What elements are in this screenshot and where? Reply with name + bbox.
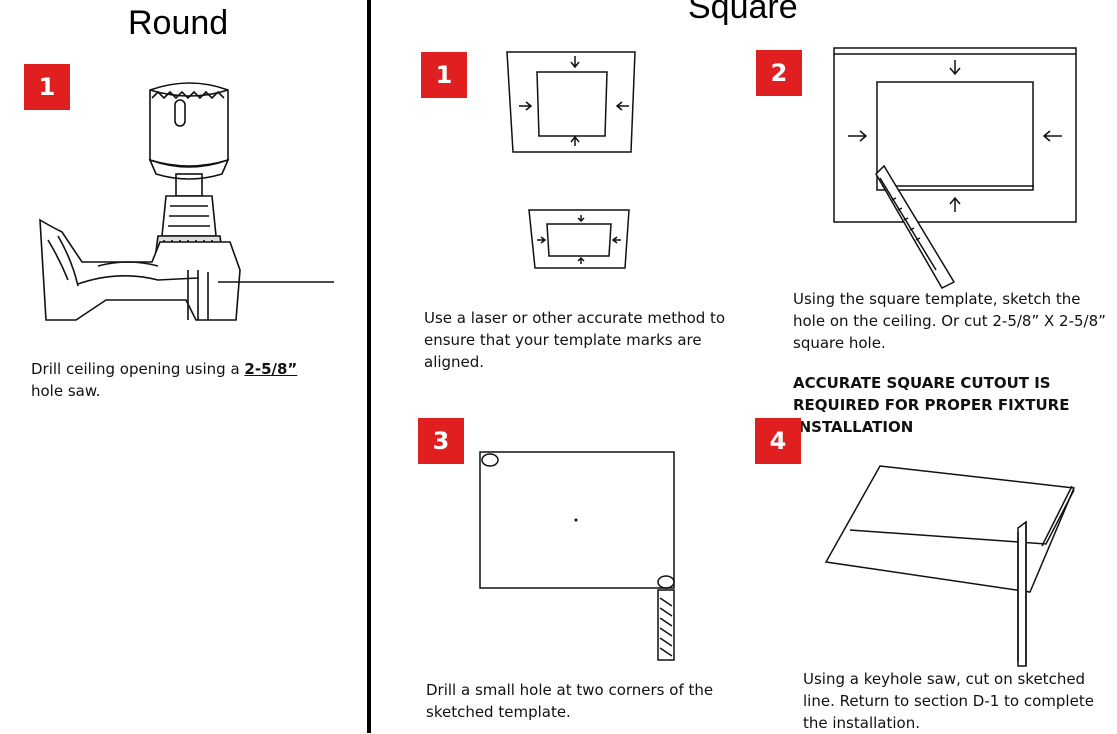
square-title: Square — [688, 0, 798, 26]
template-alignment-illustration — [506, 51, 636, 269]
drill-hole-saw-illustration — [39, 82, 334, 321]
drill-corner-holes-illustration — [479, 451, 675, 661]
square-step-4-caption: Using a keyhole saw, cut on sketched lin… — [803, 670, 1094, 732]
square-step-1-caption: Use a laser or other accurate method to … — [424, 309, 726, 371]
square-step-3-caption: Drill a small hole at two corners of the… — [426, 681, 714, 721]
round-step-1-badge: 1 — [24, 64, 70, 110]
square-step-2-caption: Using the square template, sketch the ho… — [793, 290, 1106, 352]
round-step-1-text-after: hole saw. — [31, 382, 101, 400]
section-divider — [367, 0, 371, 733]
square-step-3-badge: 3 — [418, 418, 464, 464]
square-step-2-warning: ACCURATE SQUARE CUTOUT IS REQUIRED FOR P… — [793, 374, 1070, 436]
hole-saw-size: 2-5/8” — [244, 360, 298, 378]
square-step-2-badge: 2 — [756, 50, 802, 96]
round-step-1-text-before: Drill ceiling opening using a — [31, 360, 245, 378]
round-title: Round — [128, 4, 229, 42]
square-step-1-badge: 1 — [421, 52, 467, 98]
keyhole-saw-cut-illustration — [824, 465, 1076, 667]
square-step-4-badge: 4 — [755, 418, 801, 464]
sketch-template-illustration — [833, 47, 1077, 289]
round-step-1-caption: Drill ceiling opening using a 2-5/8” hol… — [31, 358, 331, 402]
